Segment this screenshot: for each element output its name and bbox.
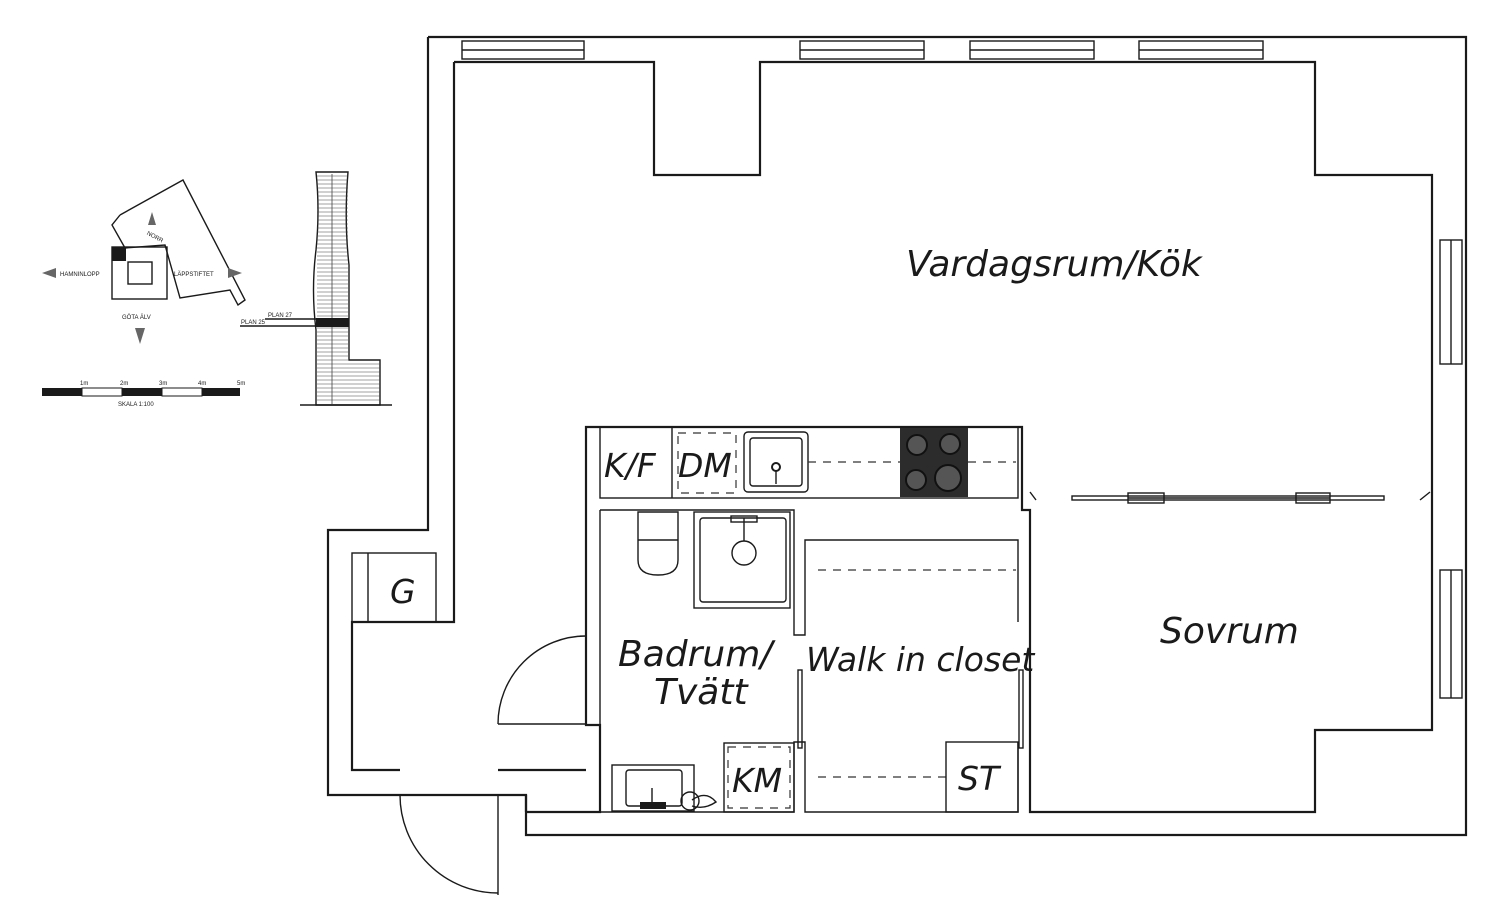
washer-label: KM: [732, 761, 782, 800]
scale-bar: 1m 2m 3m 4m 5m SKALA 1:100: [42, 381, 245, 408]
toilet-icon: [637, 511, 679, 576]
fridge-label: K/F: [604, 446, 657, 485]
marked-floor: [316, 318, 349, 327]
doors: [399, 635, 587, 895]
site-north-label: NORR: [145, 231, 164, 245]
scale-tick-2: 2m: [120, 381, 128, 387]
interior-walls: [599, 491, 1431, 813]
dishwasher-label: DM: [678, 446, 732, 485]
shower: [693, 511, 791, 609]
sliding-door: [1071, 492, 1385, 504]
entrance-door-arc: [399, 794, 499, 894]
site-east-label: LÄPPSTIFTET: [174, 271, 214, 278]
scale-tick-4: 4m: [198, 381, 206, 387]
room-label-bath-line2: Tvätt: [654, 672, 749, 713]
north-arrow-icon: [148, 212, 156, 225]
site-west-label: HAMNINLOPP: [60, 272, 100, 278]
site-building: [111, 246, 168, 300]
room-label-living: Vardagsrum/Kök: [906, 244, 1204, 285]
kitchen-counter: K/F DM: [599, 426, 1019, 499]
burner-icon: [934, 464, 962, 492]
east-arrow-icon: [228, 268, 242, 278]
bath-sink: [611, 764, 695, 812]
site-south-label: GÖTA ÄLV: [122, 314, 151, 321]
site-marked-unit: [112, 247, 126, 261]
site-courtyard: [127, 261, 153, 285]
burner-icon: [905, 469, 927, 491]
windows: [461, 40, 1463, 699]
site-outline: [111, 179, 246, 307]
room-label-bedroom: Sovrum: [1160, 611, 1299, 652]
bathroom-door-arc: [497, 635, 587, 725]
building-elevation: PLAN 27 PLAN 25: [240, 171, 392, 406]
elevation-lower-label: PLAN 25: [241, 320, 266, 326]
site-plan: NORR HAMNINLOPP LÄPPSTIFTET GÖTA ÄLV: [42, 179, 246, 344]
scale-caption: SKALA 1:100: [118, 402, 154, 408]
scale-tick-5: 5m: [237, 381, 245, 387]
storage-label: ST: [958, 759, 1002, 798]
elevation-upper-label: PLAN 27: [268, 313, 293, 319]
burner-icon: [939, 433, 961, 455]
burner-icon: [906, 434, 928, 456]
scale-tick-3: 3m: [159, 381, 167, 387]
faucet-icon: [680, 791, 700, 811]
room-label-closet: Walk in closet: [806, 640, 1035, 679]
room-labels: Vardagsrum/Kök Sovrum Badrum/ Tvätt Walk…: [618, 244, 1299, 800]
washer-box: [723, 742, 795, 813]
wardrobe: G: [351, 552, 437, 623]
west-arrow-icon: [42, 268, 56, 278]
storage-box: [945, 741, 1019, 813]
wardrobe-label: G: [390, 572, 416, 611]
bathroom-fixtures: [611, 511, 795, 813]
south-arrow-icon: [135, 328, 145, 344]
scale-tick-1: 1m: [80, 381, 88, 387]
room-label-bath-line1: Badrum/: [618, 634, 776, 675]
